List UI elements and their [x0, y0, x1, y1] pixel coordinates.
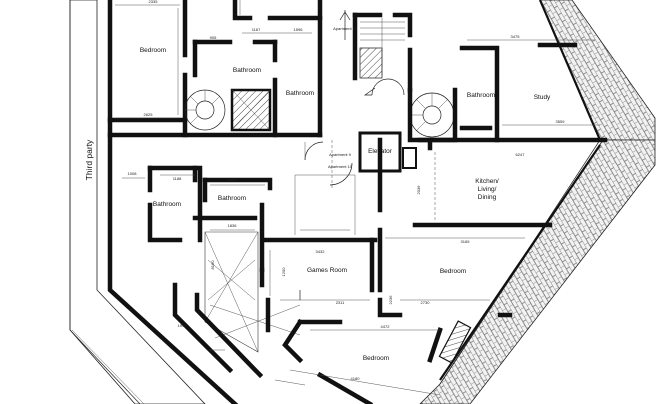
room-label-games-room: Games Room	[307, 267, 347, 274]
dim-label: 2625	[144, 112, 154, 117]
dim-label: 2335	[149, 0, 159, 4]
dim-label: 905	[210, 35, 217, 40]
dim-label: 1890	[228, 177, 238, 182]
room-label-bathroom-west: Bathroom	[153, 201, 181, 208]
room-label-elevator: Elevator	[368, 148, 393, 155]
bathroom-west-walls	[122, 165, 273, 273]
room-label-study: Study	[534, 94, 551, 101]
dim-label: 2236	[388, 295, 393, 305]
lower-walls	[172, 282, 472, 404]
third-party-label: Third party	[84, 139, 94, 180]
dim-label: 2730	[421, 300, 431, 305]
bathroom-top-walls	[192, 0, 323, 138]
dim-label: 1188	[173, 176, 182, 181]
void-crossing	[204, 231, 301, 353]
dim-label: 4180	[351, 376, 361, 381]
dim-label: 6247	[516, 152, 526, 157]
third-party-boundary	[69, 0, 206, 404]
dim-label: 8160	[210, 260, 215, 270]
dim-label: 3432	[316, 249, 326, 254]
label-apartment-top: Apartment 11	[333, 26, 357, 31]
bedroom-nw-walls	[107, 0, 188, 138]
room-label-bathroom-right: Bathroom	[467, 92, 495, 99]
dim-label: 1200	[281, 267, 286, 277]
dim-label: 2311	[336, 300, 345, 305]
dim-label: 2036	[416, 185, 421, 195]
room-label-bedroom-nw: Bedroom	[140, 47, 166, 54]
central-stair	[352, 12, 413, 96]
bathroom-study-walls	[459, 39, 600, 143]
label-apartment-mid-2: Apartment 10	[328, 164, 353, 169]
games-room-walls	[259, 237, 378, 333]
room-label-bathroom-top: Bathroom	[233, 67, 261, 74]
room-label-kitchen-2: Living/	[478, 186, 497, 193]
dim-label: 4472	[381, 324, 391, 329]
spiral-stair-east	[407, 87, 458, 143]
room-label-kitchen-1: Kitchen/	[475, 178, 499, 185]
dim-label: 3165	[461, 239, 471, 244]
room-label-kitchen-3: Dining	[478, 194, 497, 201]
dim-label: 1596	[294, 27, 304, 32]
dim-label: 1008	[128, 171, 138, 176]
outer-walls	[107, 0, 608, 404]
room-label-bedroom-south: Bedroom	[363, 355, 389, 362]
label-apartment-mid-1: Apartment 9	[329, 152, 352, 157]
lobby-doors	[294, 10, 356, 235]
lift-shaft-west	[230, 88, 272, 132]
dim-label: 3559	[556, 119, 566, 124]
middle-walls	[377, 137, 553, 318]
dim-label: 1167	[252, 27, 261, 32]
room-label-bathroom-center: Bathroom	[218, 195, 246, 202]
dim-label: 1836	[228, 223, 238, 228]
room-label-bathroom-stair: Bathroom	[286, 90, 314, 97]
dim-label: 3475	[511, 34, 521, 39]
room-label-bedroom-east: Bedroom	[440, 268, 466, 275]
dim-label: 1990	[178, 323, 188, 328]
spiral-stair-west	[184, 89, 226, 131]
